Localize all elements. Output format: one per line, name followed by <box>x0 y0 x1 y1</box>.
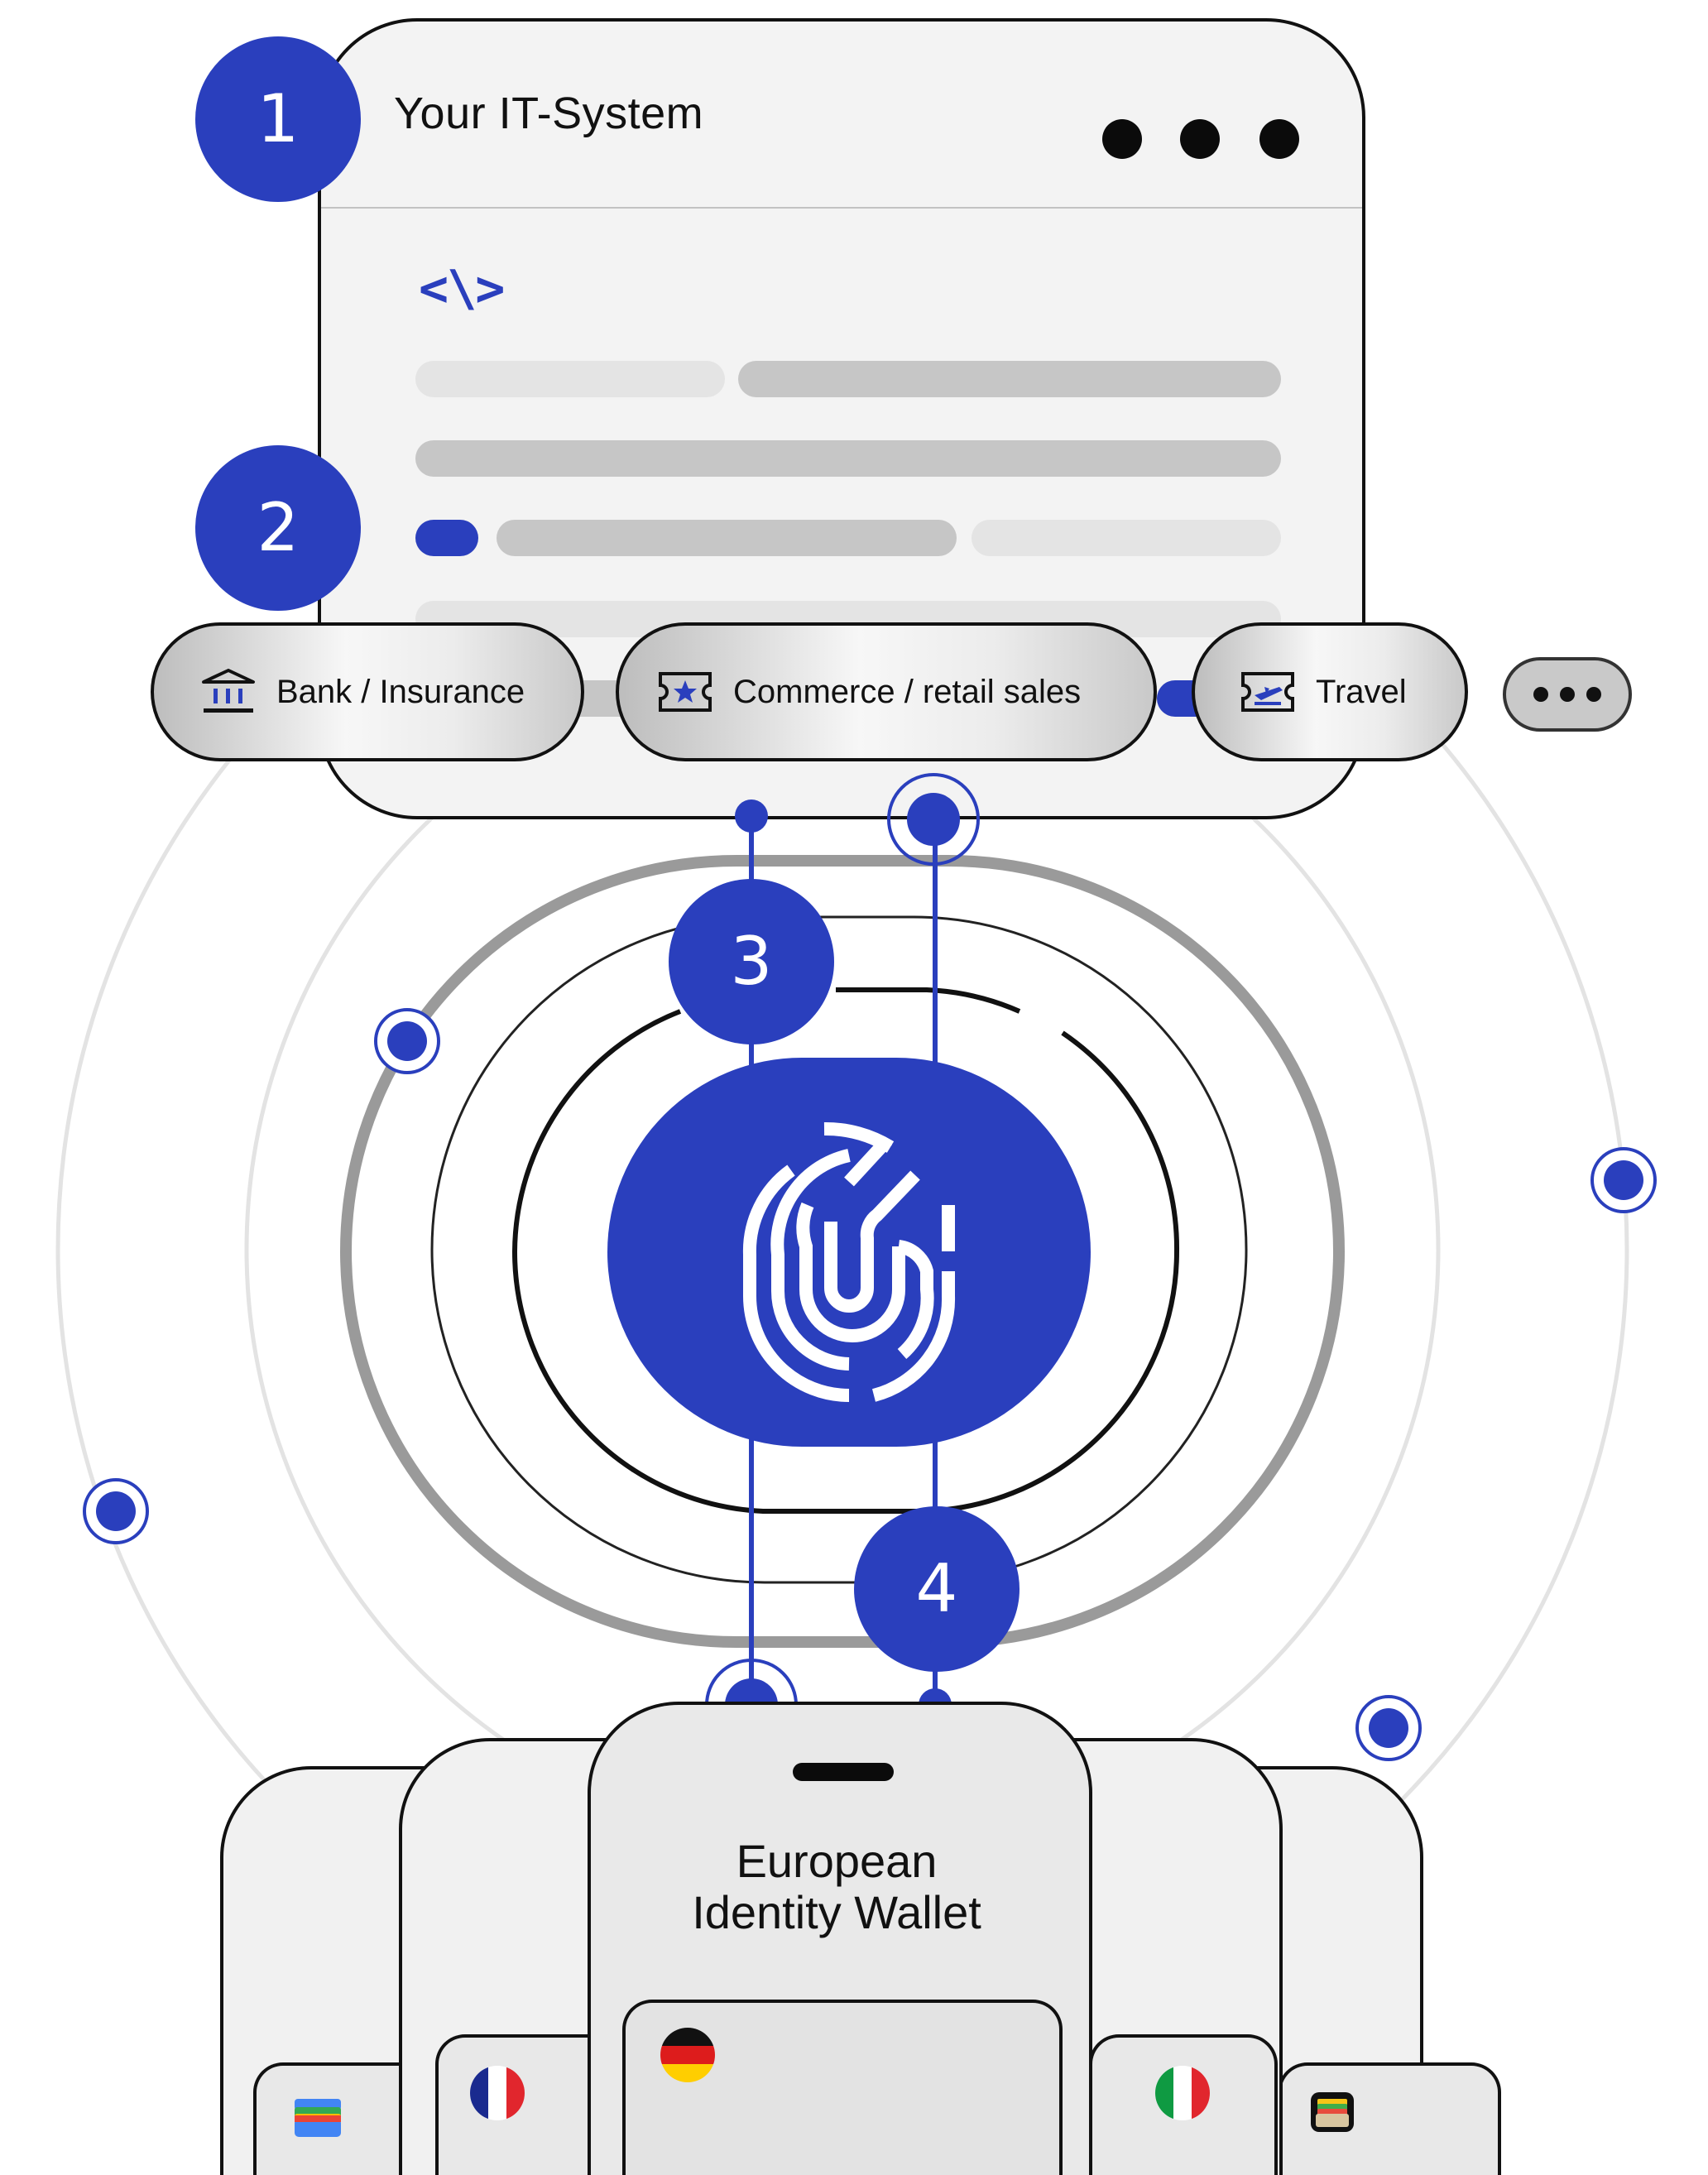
more-dot <box>1586 687 1601 702</box>
google-wallet-icon <box>295 2099 341 2137</box>
phone-notch <box>793 1763 894 1781</box>
ticket-star-icon <box>659 672 712 712</box>
category-label: Bank / Insurance <box>276 673 525 710</box>
step-badge-2: 2 <box>195 445 361 611</box>
more-dot <box>1533 687 1548 702</box>
placeholder-line <box>738 361 1281 397</box>
more-categories-button[interactable] <box>1503 657 1632 732</box>
inner-ring <box>511 987 1180 1514</box>
step-badge-1: 1 <box>195 36 361 202</box>
window-title: Your IT-System <box>394 89 704 138</box>
grey-ring <box>340 855 1345 1648</box>
placeholder-line <box>415 440 1281 477</box>
thin-ring <box>430 915 1248 1584</box>
placeholder-line <box>972 520 1281 556</box>
wallet-title-line2: Identity Wallet <box>692 1886 981 1938</box>
node-left-upper <box>374 1008 440 1074</box>
category-label: Travel <box>1316 673 1407 710</box>
category-pill-travel[interactable]: Travel <box>1192 622 1468 761</box>
placeholder-line <box>497 520 957 556</box>
placeholder-line <box>415 361 725 397</box>
identity-logo-blob <box>607 1058 1091 1447</box>
window-dot-1[interactable] <box>1102 119 1142 159</box>
step-badge-3: 3 <box>669 879 834 1044</box>
category-pill-bank[interactable]: Bank / Insurance <box>151 622 584 761</box>
code-icon: <\> <box>419 260 505 318</box>
more-dot <box>1560 687 1575 702</box>
window-dot-2[interactable] <box>1180 119 1220 159</box>
flag-germany-icon <box>660 2028 715 2082</box>
apple-wallet-icon <box>1311 2092 1354 2132</box>
node-left-lower <box>83 1478 149 1544</box>
step-badge-4: 4 <box>854 1506 1020 1672</box>
wallet-title: European Identity Wallet <box>593 1836 1081 1938</box>
flag-france-icon <box>470 2066 525 2120</box>
window-titlebar: Your IT-System <box>321 22 1362 209</box>
fingerprint-logo-icon <box>742 1121 956 1402</box>
wallet-card-main[interactable] <box>622 2000 1063 2175</box>
bank-icon <box>202 669 255 713</box>
plane-ticket-icon <box>1241 672 1294 712</box>
window-dot-3[interactable] <box>1259 119 1299 159</box>
flag-italy-icon <box>1155 2066 1210 2120</box>
node-right-lower <box>1355 1695 1422 1761</box>
node-right-upper <box>1590 1147 1657 1213</box>
category-pill-commerce[interactable]: Commerce / retail sales <box>616 622 1157 761</box>
placeholder-accent <box>415 520 478 556</box>
wallet-title-line1: European <box>736 1835 938 1887</box>
category-label: Commerce / retail sales <box>733 673 1082 710</box>
